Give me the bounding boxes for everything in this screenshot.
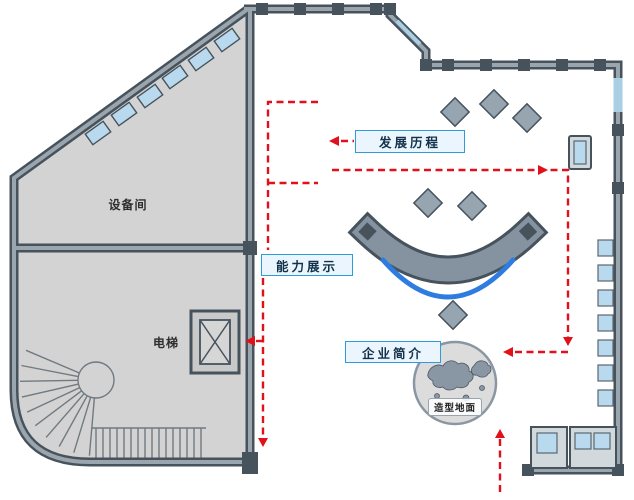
right-wall-displays bbox=[597, 239, 614, 407]
shaped-floor-label: 造型地面 bbox=[428, 398, 483, 416]
route-arrow-icon bbox=[538, 165, 548, 175]
led-floor-strip bbox=[380, 257, 516, 300]
kiosk-display bbox=[568, 135, 592, 170]
route-arrow-icon bbox=[245, 336, 255, 346]
route-arrow-icon bbox=[495, 429, 505, 438]
exhibit-diamonds bbox=[412, 88, 543, 331]
spiral-staircase bbox=[19, 349, 115, 456]
curved-exhibit-stand bbox=[347, 211, 549, 300]
wall-junction-block bbox=[242, 452, 258, 474]
development-history-label: 发展历程 bbox=[355, 130, 465, 153]
glass-window-corner bbox=[395, 19, 422, 46]
route-arrow-icon bbox=[563, 337, 573, 346]
equipment-room-label: 设备间 bbox=[108, 198, 148, 212]
elevator-label: 电梯 bbox=[152, 336, 179, 350]
diagonal-display-cases bbox=[84, 27, 241, 146]
elevator-shaft bbox=[189, 309, 241, 375]
company-profile-label: 企业简介 bbox=[345, 341, 441, 363]
straight-stairs bbox=[92, 427, 206, 459]
route-arrow-icon bbox=[329, 136, 339, 146]
equipment-room-area bbox=[14, 9, 250, 248]
stair-hall-area bbox=[14, 248, 250, 462]
wall-junction-block bbox=[243, 241, 257, 255]
route-arrow-icon bbox=[258, 438, 268, 447]
visitor-route-path bbox=[245, 100, 573, 492]
room-fills bbox=[14, 9, 250, 462]
bottom-right-cabinets bbox=[530, 426, 617, 469]
route-arrow-icon bbox=[503, 347, 513, 357]
capability-display-label: 能力展示 bbox=[261, 254, 353, 276]
wall-columns bbox=[242, 3, 624, 476]
